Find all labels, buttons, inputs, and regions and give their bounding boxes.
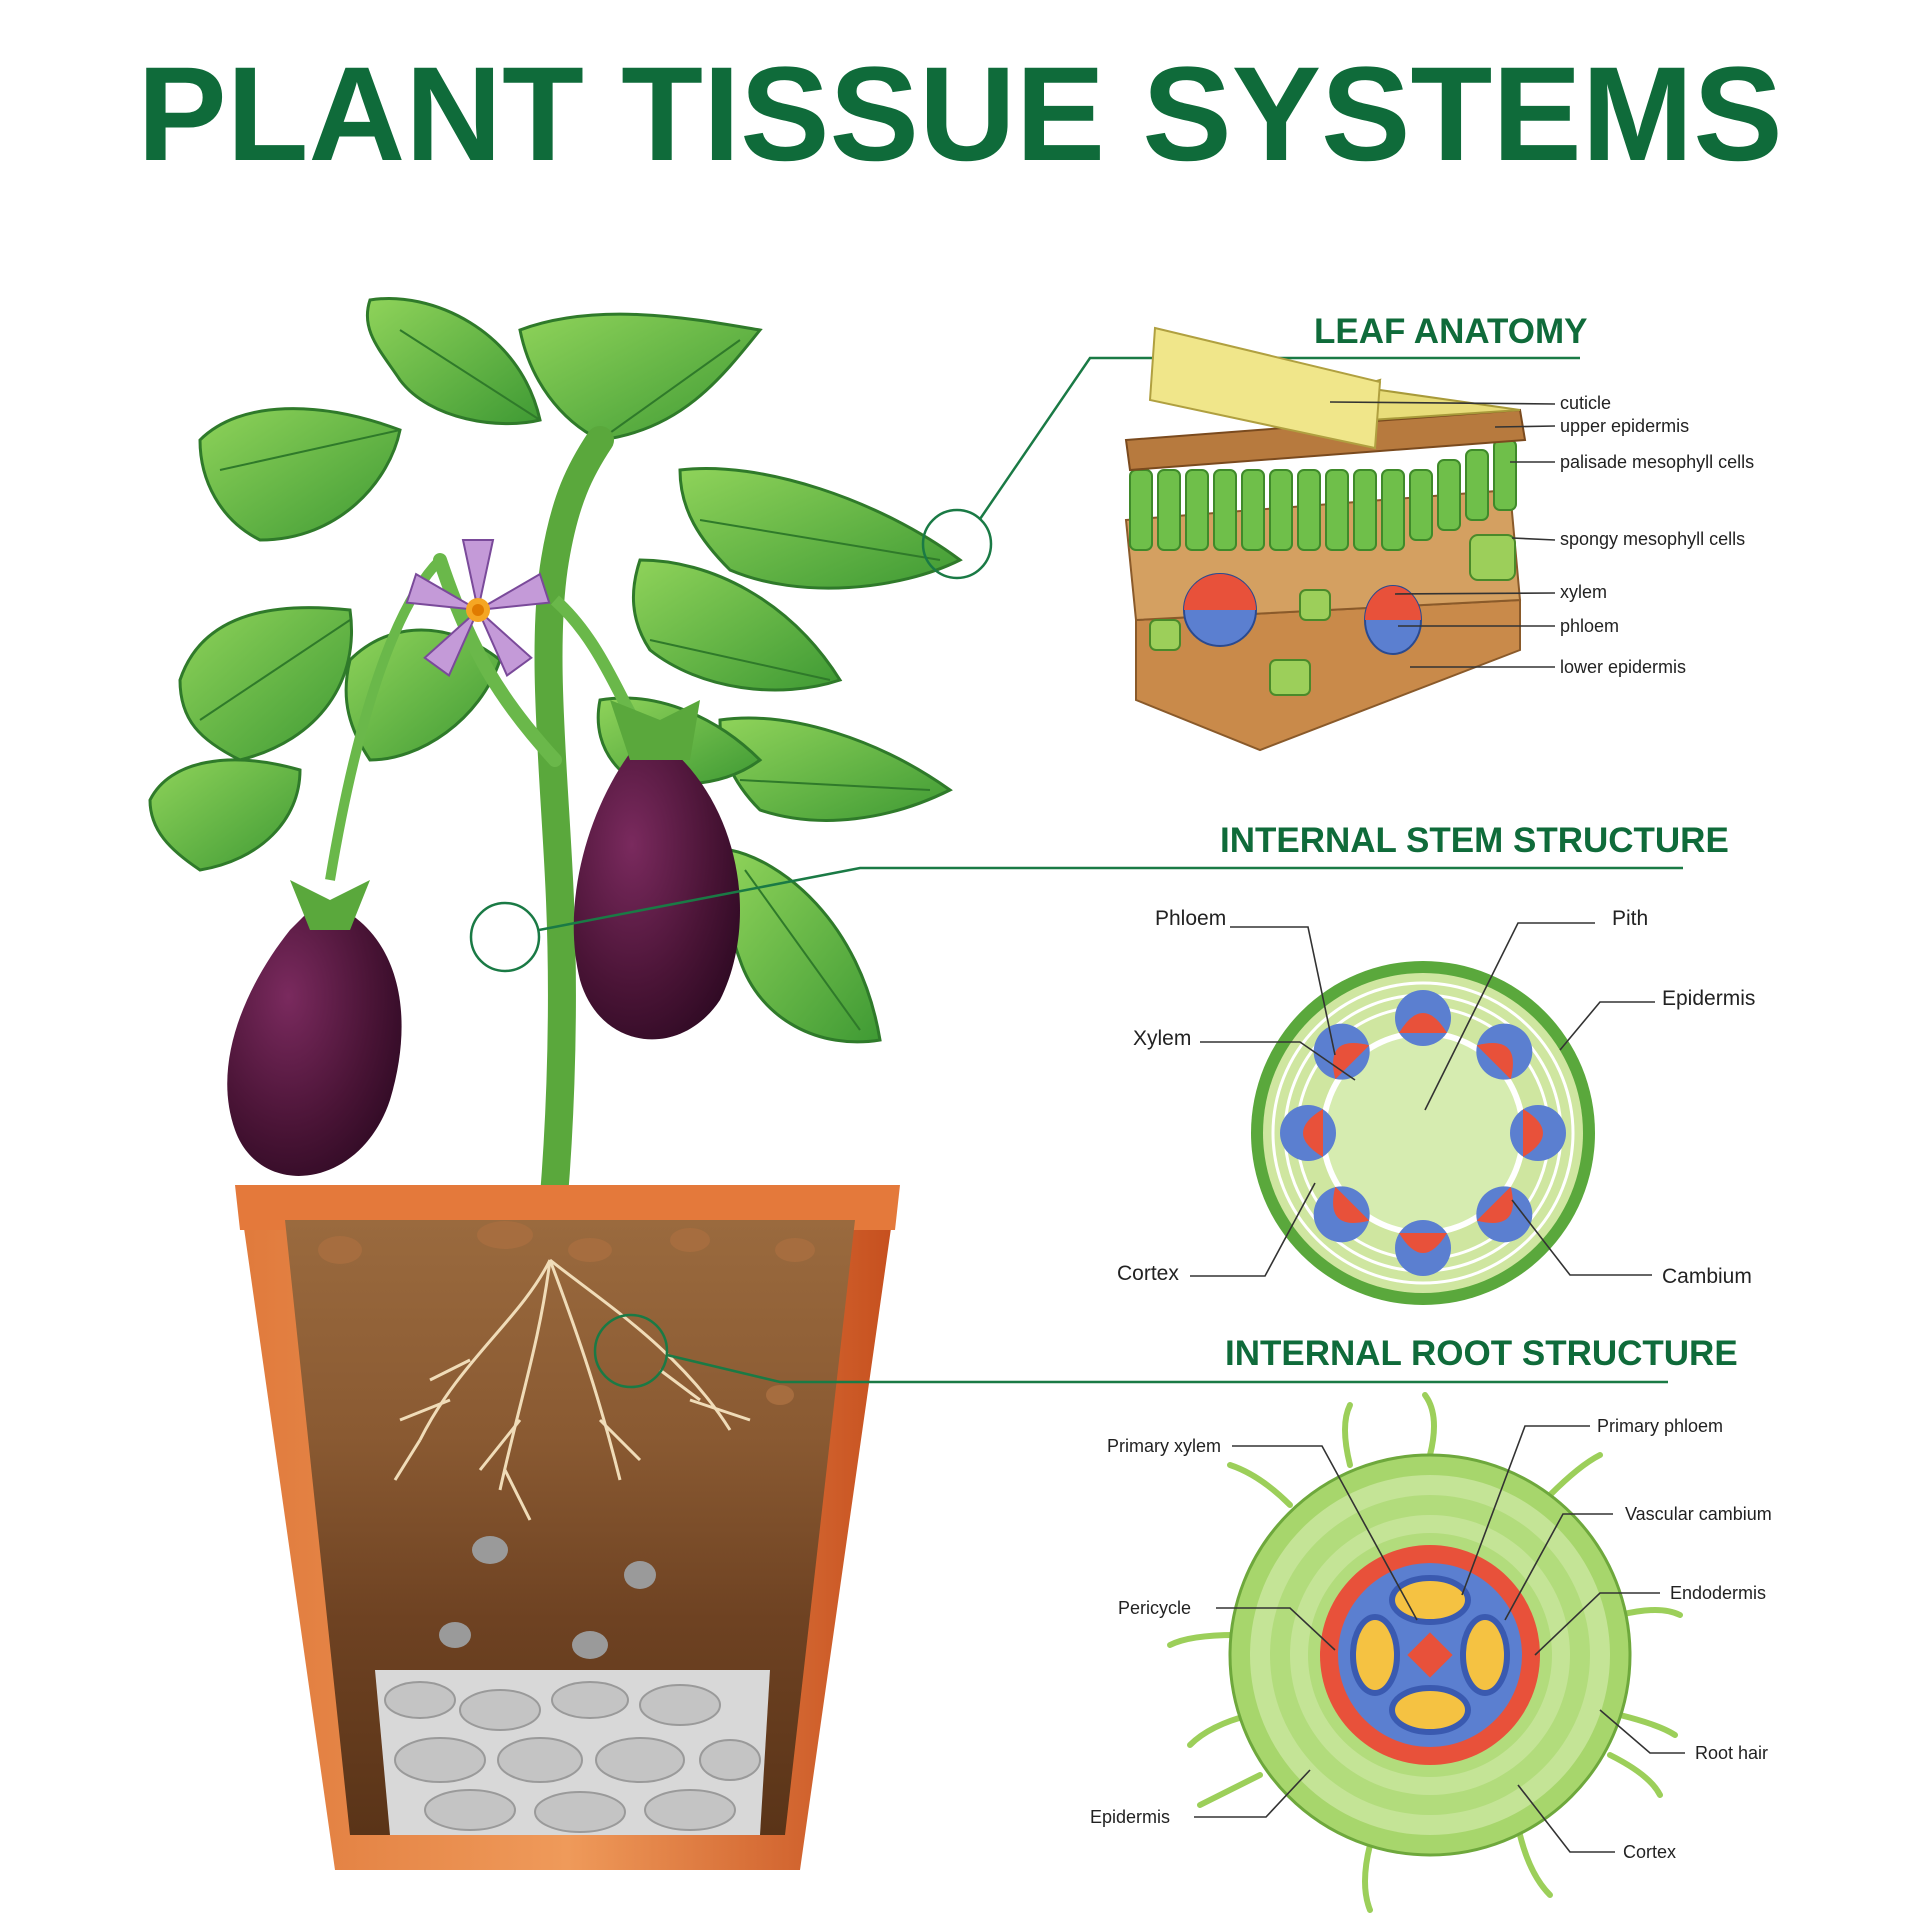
stem-structure-heading: INTERNAL STEM STRUCTURE [1220, 821, 1729, 860]
zoom-circle-leaf [921, 508, 993, 580]
leaf-block-illustration [1124, 326, 1527, 752]
stem-label-cambium: Cambium [1662, 1265, 1752, 1288]
eggplant-fruit-right [573, 700, 740, 1040]
page-title: PLANT TISSUE SYSTEMS [137, 40, 1782, 189]
label-xylem: xylem [1560, 582, 1607, 602]
leaf-vascular-bundle-right [1364, 585, 1422, 655]
connector-root [666, 1353, 1668, 1384]
label-phloem: phloem [1560, 616, 1619, 636]
root-label-endodermis: Endodermis [1670, 1583, 1766, 1603]
label-lower-epidermis: lower epidermis [1560, 657, 1686, 677]
stem-label-epidermis: Epidermis [1662, 987, 1755, 1010]
gravel-stones [384, 1681, 761, 1833]
label-cuticle: cuticle [1560, 393, 1611, 413]
stem-labels: Phloem Pith Epidermis Xylem Cortex Cambi… [1117, 907, 1755, 1288]
root-label-vascular-cambium: Vascular cambium [1625, 1504, 1772, 1524]
plant-roots [393, 1258, 751, 1521]
root-structure-heading: INTERNAL ROOT STRUCTURE [1225, 1334, 1738, 1373]
eggplant-plant-illustration [148, 297, 1683, 1870]
root-hairs [1167, 1392, 1683, 1913]
leaf-anatomy-heading: LEAF ANATOMY [1314, 312, 1588, 351]
zoom-circle-root [593, 1313, 669, 1389]
root-label-cortex: Cortex [1623, 1842, 1676, 1862]
connector-stem [538, 866, 1683, 932]
root-label-primary-xylem: Primary xylem [1107, 1436, 1221, 1456]
soil-pebbles [318, 1221, 815, 1405]
leaf-labels: cuticle upper epidermis palisade mesophy… [1560, 393, 1754, 677]
stem-label-pith: Pith [1612, 907, 1648, 930]
flower-pot [235, 1185, 900, 1870]
connector-leaf [978, 356, 1580, 520]
stem-label-xylem: Xylem [1133, 1027, 1191, 1050]
leaf-vascular-bundle-left [1183, 573, 1257, 647]
root-label-primary-phloem: Primary phloem [1597, 1416, 1723, 1436]
stem-leader-lines [1190, 922, 1655, 1277]
zoom-circle-stem [469, 901, 541, 973]
label-upper-epidermis: upper epidermis [1560, 416, 1689, 436]
root-labels: Primary xylem Primary phloem Vascular ca… [1090, 1416, 1772, 1862]
leaf-leader-lines [1329, 401, 1556, 668]
stem-cross-section [1251, 961, 1595, 1305]
root-label-pericycle: Pericycle [1118, 1598, 1191, 1618]
eggplant-fruit-left [227, 880, 402, 1176]
label-palisade-mesophyll: palisade mesophyll cells [1560, 452, 1754, 472]
root-leader-lines [1194, 1425, 1685, 1853]
plant-stem [534, 426, 614, 1274]
root-label-epidermis: Epidermis [1090, 1807, 1170, 1827]
stem-vascular-bundles [1280, 990, 1566, 1276]
stem-label-cortex: Cortex [1117, 1262, 1179, 1285]
root-label-root-hair: Root hair [1695, 1743, 1768, 1763]
flower-icon [405, 539, 551, 677]
root-phloem-arms [1350, 1575, 1510, 1735]
root-cross-section [1167, 1392, 1683, 1913]
stem-label-phloem: Phloem [1155, 907, 1226, 930]
label-spongy-mesophyll: spongy mesophyll cells [1560, 529, 1745, 549]
leaf-veins [199, 329, 941, 1031]
